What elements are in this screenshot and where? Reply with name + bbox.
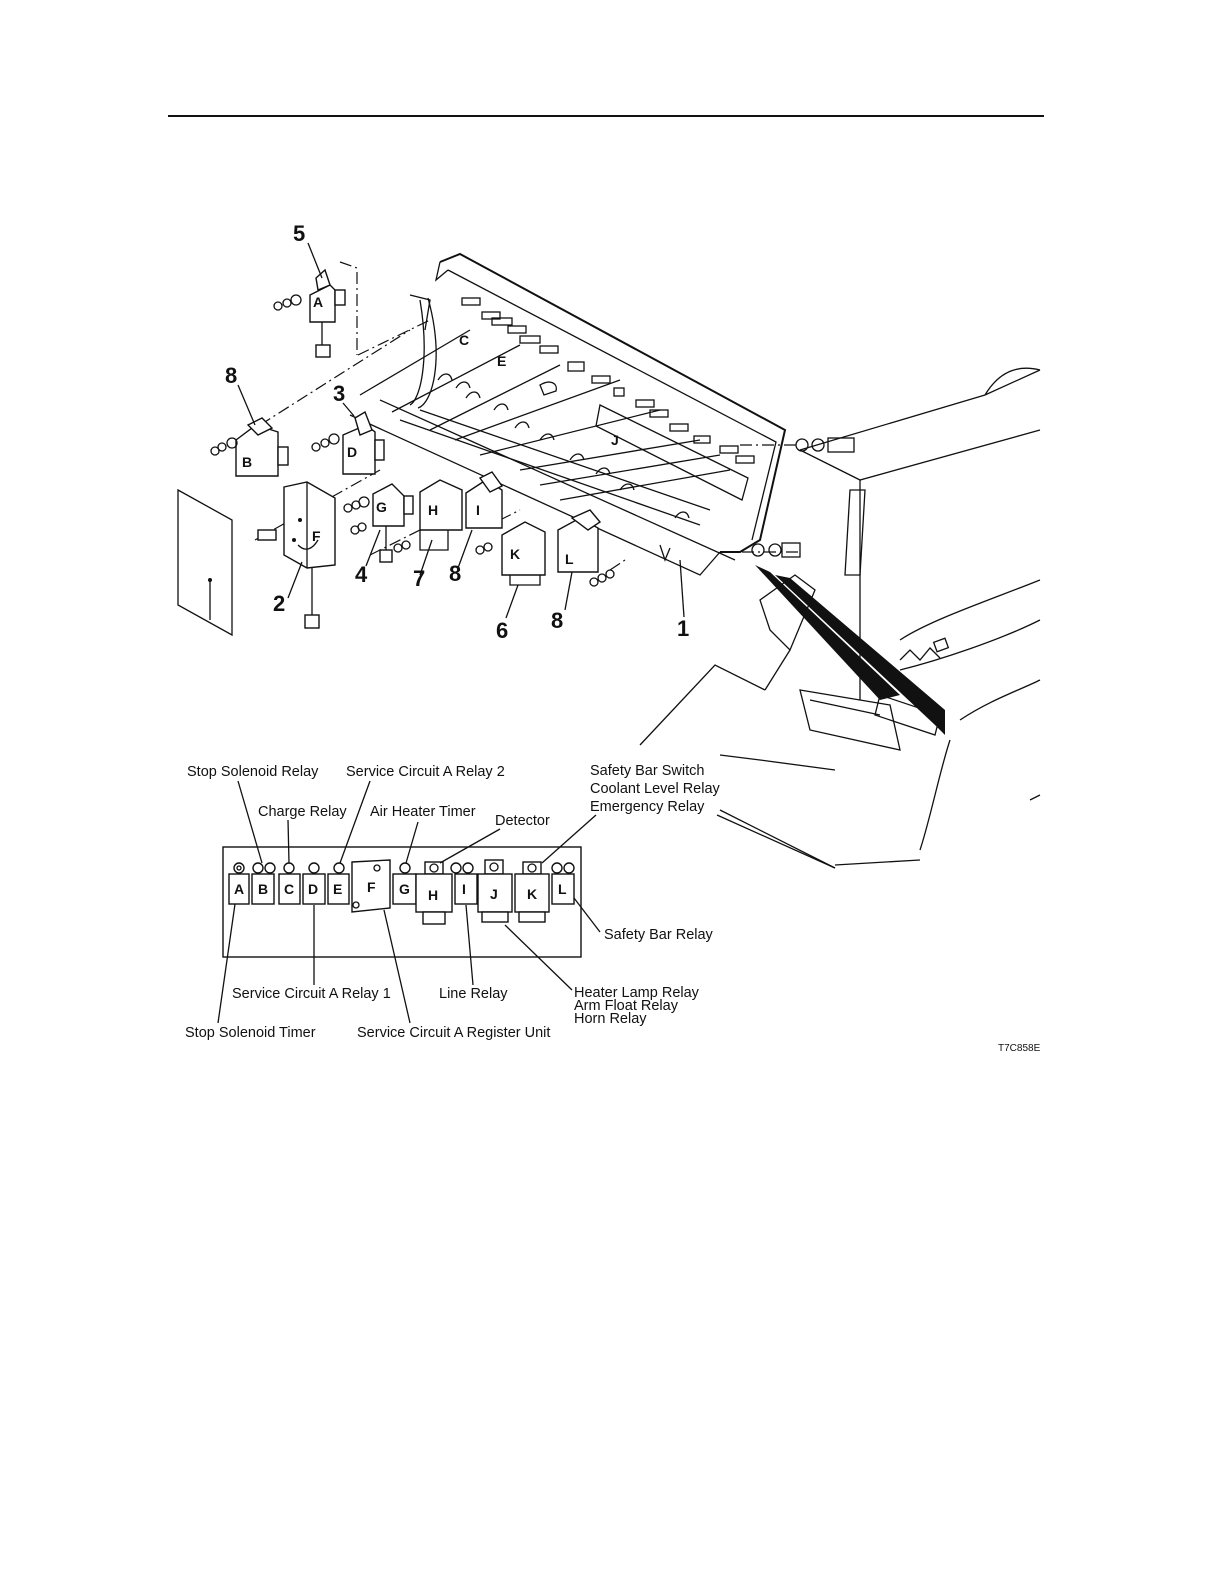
panel-relay-a: A xyxy=(228,862,250,905)
svg-text:B: B xyxy=(258,881,268,897)
svg-text:G: G xyxy=(399,881,410,897)
label-service-circuit-a-register-unit: Service Circuit A Register Unit xyxy=(357,1025,550,1041)
label-safety-bar-relay: Safety Bar Relay xyxy=(604,927,714,943)
exploded-letter-a: A xyxy=(313,294,323,310)
label-heater-lamp-relay: Heater Lamp Relay xyxy=(574,985,700,1001)
svg-text:A: A xyxy=(234,881,244,897)
callout-3: 3 xyxy=(333,381,345,406)
callout-7: 7 xyxy=(413,566,425,591)
exploded-letter-i: I xyxy=(476,502,480,518)
exploded-letter-e: E xyxy=(497,353,506,369)
panel-relay-e: E xyxy=(327,862,350,905)
machine-pointer xyxy=(716,814,836,869)
callout-8-i: 8 xyxy=(449,561,461,586)
relay-panel-layout: A B C D E F xyxy=(185,763,721,1041)
callout-1: 1 xyxy=(677,616,689,641)
callout-8-l: 8 xyxy=(551,608,563,633)
exploded-view: 5 8 3 2 4 7 8 6 8 1 A B C D E F G H I J … xyxy=(177,221,1041,869)
callout-5: 5 xyxy=(293,221,305,246)
label-charge-relay: Charge Relay xyxy=(258,804,347,820)
panel-frame xyxy=(222,846,582,958)
relay-g xyxy=(343,483,414,563)
label-horn-relay: Horn Relay xyxy=(574,1011,647,1027)
exploded-letter-d: D xyxy=(347,444,357,460)
panel-leaders xyxy=(217,780,601,1024)
label-stop-solenoid-relay: Stop Solenoid Relay xyxy=(187,764,319,780)
relay-h xyxy=(393,479,463,553)
label-detector: Detector xyxy=(495,813,550,829)
figure-code: T7C858E xyxy=(998,1043,1041,1054)
label-emergency-relay: Emergency Relay xyxy=(590,799,705,815)
panel-relay-i: I xyxy=(450,862,478,905)
callout-8-b: 8 xyxy=(225,363,237,388)
label-air-heater-timer: Air Heater Timer xyxy=(370,804,476,820)
exploded-letter-b: B xyxy=(242,454,252,470)
label-stop-solenoid-timer: Stop Solenoid Timer xyxy=(185,1025,316,1041)
exploded-letter-h: H xyxy=(428,502,438,518)
callout-leaders xyxy=(237,242,685,619)
relay-k xyxy=(475,521,546,586)
panel-relay-h: H xyxy=(415,861,453,925)
machine-outline xyxy=(639,367,1041,869)
svg-text:C: C xyxy=(284,881,294,897)
svg-text:E: E xyxy=(333,881,342,897)
svg-text:D: D xyxy=(308,881,318,897)
cover-plate xyxy=(177,488,233,637)
exploded-letter-k: K xyxy=(510,546,520,562)
label-arm-float-relay: Arm Float Relay xyxy=(574,998,679,1014)
svg-text:J: J xyxy=(490,886,498,902)
exploded-letter-f: F xyxy=(312,528,321,544)
panel-relay-f: F xyxy=(351,859,391,913)
panel-relay-l: L xyxy=(551,862,575,905)
relay-bracket xyxy=(349,252,787,576)
label-line-relay: Line Relay xyxy=(439,986,508,1002)
svg-text:L: L xyxy=(558,881,567,897)
relay-a xyxy=(273,268,346,358)
relay-l xyxy=(557,509,615,587)
callout-2: 2 xyxy=(273,591,285,616)
svg-text:H: H xyxy=(428,887,438,903)
panel-relay-k: K xyxy=(514,861,550,923)
callout-6: 6 xyxy=(496,618,508,643)
relay-i xyxy=(465,471,504,529)
panel-relay-g: G xyxy=(392,862,417,905)
relay-d xyxy=(311,410,385,475)
label-service-circuit-a-relay-2: Service Circuit A Relay 2 xyxy=(346,764,505,780)
relay-f xyxy=(257,481,336,629)
panel-relay-c: C xyxy=(278,862,301,905)
label-safety-bar-switch: Safety Bar Switch xyxy=(590,763,704,779)
svg-text:F: F xyxy=(367,879,376,895)
exploded-letter-l: L xyxy=(565,551,574,567)
panel-relay-b: B xyxy=(251,862,276,905)
exploded-letter-g: G xyxy=(376,499,387,515)
exploded-letter-j: J xyxy=(611,432,619,448)
panel-relay-d: D xyxy=(302,862,326,905)
exploded-letter-c: C xyxy=(459,332,469,348)
label-service-circuit-a-relay-1: Service Circuit A Relay 1 xyxy=(232,986,391,1002)
panel-relay-j: J xyxy=(477,859,513,923)
svg-text:I: I xyxy=(462,881,466,897)
label-coolant-level-relay: Coolant Level Relay xyxy=(590,781,721,797)
callout-4: 4 xyxy=(355,562,368,587)
svg-text:K: K xyxy=(527,886,537,902)
top-rule xyxy=(168,115,1044,117)
